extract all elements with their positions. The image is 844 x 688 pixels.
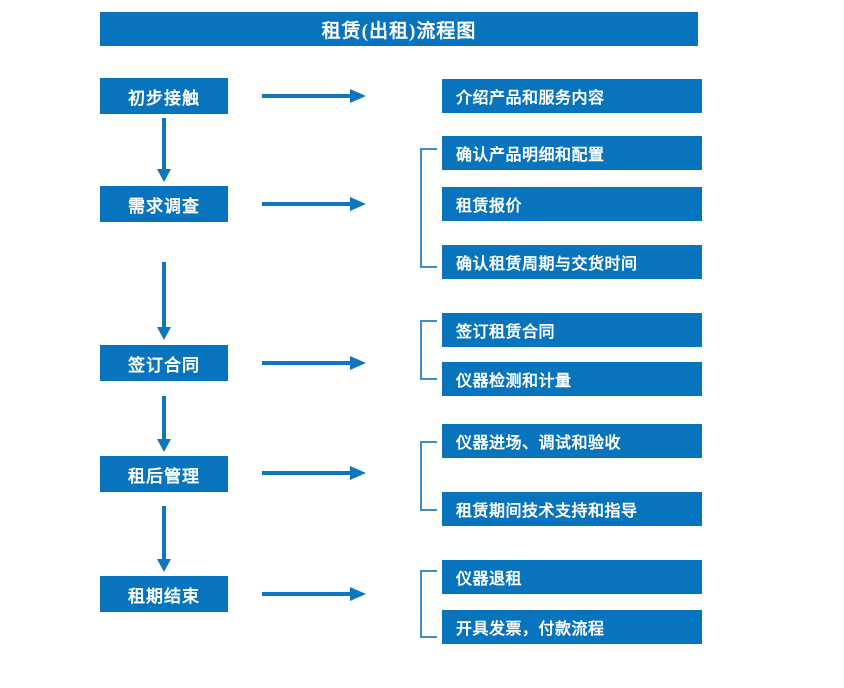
arrow-head-icon bbox=[350, 197, 366, 211]
detail-group-bracket-2 bbox=[420, 148, 437, 268]
stage-connector-arrow-2 bbox=[157, 262, 171, 340]
stage-box-2[interactable]: 需求调查 bbox=[100, 186, 228, 222]
arrow-shaft bbox=[162, 506, 166, 559]
detail-box-4-2[interactable]: 租赁期间技术支持和指导 bbox=[442, 492, 702, 526]
stage-to-detail-arrow-1 bbox=[262, 89, 366, 103]
stage-box-1[interactable]: 初步接触 bbox=[100, 78, 228, 114]
arrow-head-down-icon bbox=[157, 327, 171, 340]
detail-box-2-2[interactable]: 租赁报价 bbox=[442, 187, 702, 221]
stage-to-detail-arrow-5 bbox=[262, 587, 366, 601]
arrow-shaft bbox=[262, 592, 352, 596]
arrow-shaft bbox=[262, 361, 352, 365]
arrow-head-down-icon bbox=[157, 559, 171, 572]
detail-group-bracket-5 bbox=[420, 570, 437, 638]
arrow-shaft bbox=[162, 262, 166, 327]
detail-group-bracket-3 bbox=[420, 320, 437, 380]
stage-box-5[interactable]: 租期结束 bbox=[100, 576, 228, 612]
arrow-shaft bbox=[262, 202, 352, 206]
detail-box-5-1[interactable]: 仪器退租 bbox=[442, 560, 702, 594]
arrow-shaft bbox=[162, 118, 166, 169]
arrow-shaft bbox=[162, 396, 166, 439]
arrow-head-down-icon bbox=[157, 439, 171, 452]
arrow-head-icon bbox=[350, 356, 366, 370]
arrow-head-icon bbox=[350, 466, 366, 480]
arrow-shaft bbox=[262, 94, 352, 98]
arrow-head-icon bbox=[350, 89, 366, 103]
arrow-head-icon bbox=[350, 587, 366, 601]
detail-box-3-2[interactable]: 仪器检测和计量 bbox=[442, 362, 702, 396]
detail-box-5-2[interactable]: 开具发票，付款流程 bbox=[442, 610, 702, 644]
stage-box-3[interactable]: 签订合同 bbox=[100, 345, 228, 381]
stage-to-detail-arrow-2 bbox=[262, 197, 366, 211]
stage-connector-arrow-3 bbox=[157, 396, 171, 452]
stage-to-detail-arrow-3 bbox=[262, 356, 366, 370]
detail-box-4-1[interactable]: 仪器进场、调试和验收 bbox=[442, 424, 702, 458]
detail-box-2-3[interactable]: 确认租赁周期与交货时间 bbox=[442, 245, 702, 279]
detail-box-3-1[interactable]: 签订租赁合同 bbox=[442, 313, 702, 347]
detail-box-1-1[interactable]: 介绍产品和服务内容 bbox=[442, 79, 702, 113]
stage-to-detail-arrow-4 bbox=[262, 466, 366, 480]
arrow-shaft bbox=[262, 471, 352, 475]
detail-box-2-1[interactable]: 确认产品明细和配置 bbox=[442, 136, 702, 170]
stage-box-4[interactable]: 租后管理 bbox=[100, 456, 228, 492]
stage-connector-arrow-4 bbox=[157, 506, 171, 572]
detail-group-bracket-4 bbox=[420, 441, 437, 511]
flowchart-title: 租赁(出租)流程图 bbox=[100, 12, 698, 46]
arrow-head-down-icon bbox=[157, 169, 171, 182]
stage-connector-arrow-1 bbox=[157, 118, 171, 182]
